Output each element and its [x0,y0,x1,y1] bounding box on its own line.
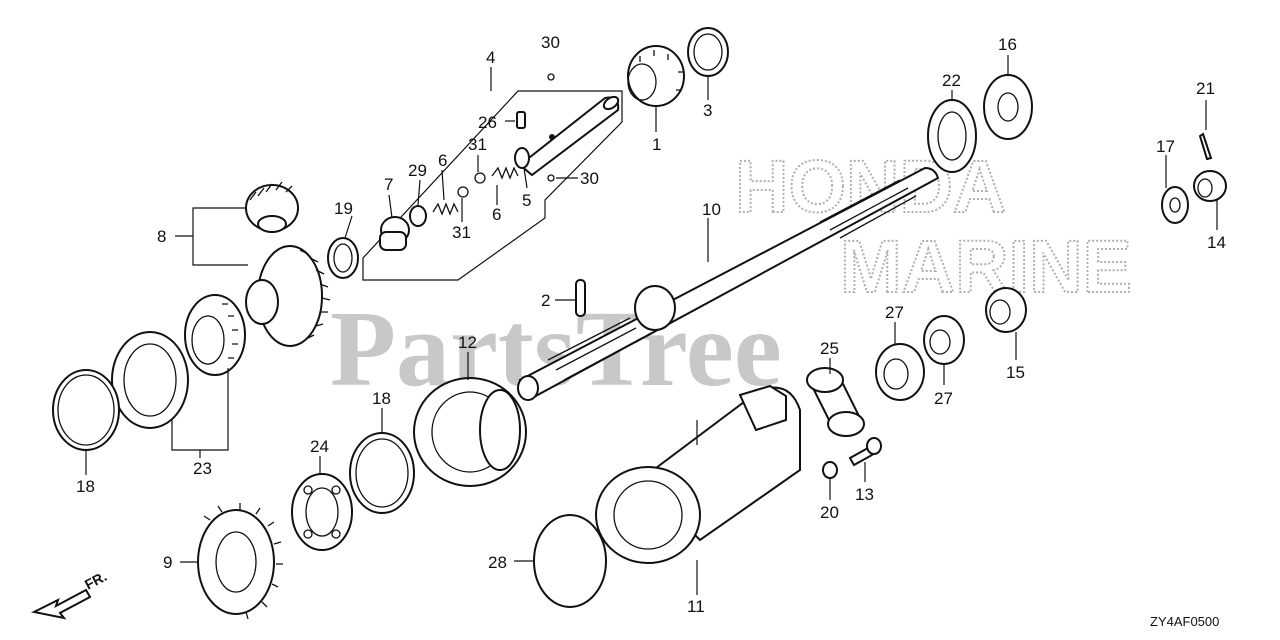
bracket-23 [171,368,229,458]
plunger-7 [379,216,410,251]
bolt-13 [848,437,882,467]
ring-18-middle-inner [355,438,409,508]
seal-27-right [923,315,965,365]
ring-3-inner [693,33,723,71]
clip-29 [409,205,427,227]
seal-27-left [875,343,925,401]
pin-26 [516,111,526,129]
label-26: 26 [478,113,497,132]
label-17: 17 [1156,137,1175,156]
needle-bearing-25 [806,367,865,437]
ring-19-inner [333,243,353,273]
washer-20 [822,461,838,479]
ring-19 [327,237,359,279]
label-21: 21 [1196,79,1215,98]
ring-18-left-inner [57,374,115,446]
bevel-gear-9 [197,503,283,620]
label-7: 7 [384,175,393,194]
label-27-bottom: 27 [934,389,953,408]
label-3: 3 [703,101,712,120]
front-arrow-icon [30,588,92,620]
marine-watermark: MARINE [840,225,1132,308]
ball-31-bottom [457,186,469,198]
parts-tree-watermark: PartsTree [330,290,782,409]
washer-16-inner [997,92,1019,122]
label-9: 9 [163,553,172,572]
ball-bearing-24 [291,473,353,551]
label-18-middle: 18 [372,389,391,408]
gear-case-11 [595,384,801,564]
label-30-top: 30 [541,33,560,52]
ball-30-top [547,73,555,81]
leader-6a [441,169,445,201]
bearing-race-23 [111,331,189,429]
label-27-top: 27 [885,303,904,322]
shift-rod [518,95,620,177]
leader-19 [344,215,353,239]
label-15: 15 [1006,363,1025,382]
cotter-pin-21 [1198,132,1213,161]
label-1: 1 [652,135,661,154]
label-29: 29 [408,161,427,180]
propeller-shaft-10 [517,166,940,401]
washer-17 [1161,186,1189,224]
label-22: 22 [942,71,961,90]
leader-7 [388,194,393,219]
label-19: 19 [334,199,353,218]
leader-29 [417,179,421,206]
bearing-cone-23 [184,294,246,376]
bevel-gear-8 [245,245,331,347]
ball-31-top [474,172,486,184]
label-11: 11 [687,597,705,616]
bushing-15 [985,287,1027,333]
ring-18-middle [349,432,415,514]
label-6-top: 6 [438,151,447,170]
label-4: 4 [486,48,495,67]
thrust-bearing-22 [927,99,977,173]
spring-6-right [491,166,519,180]
clip-5 [514,147,530,169]
label-2: 2 [541,291,550,310]
bracket-8 [175,207,248,266]
label-12: 12 [458,333,477,352]
ring-18-left [52,369,120,451]
label-25: 25 [820,339,839,358]
label-6-bottom: 6 [492,205,501,224]
pinion-gear-8 [245,181,299,233]
label-20: 20 [820,503,839,522]
washer-16 [983,74,1033,140]
pin-2 [575,279,586,317]
label-16: 16 [998,35,1017,54]
bearing-carrier-12 [413,377,527,487]
label-13: 13 [855,485,874,504]
label-8: 8 [157,227,166,246]
washer-17-inner [1169,197,1181,213]
label-31-top: 31 [468,135,487,154]
diagram-code: ZY4AF0500 [1150,614,1219,629]
label-18-left: 18 [76,477,95,496]
shift-assembly-outline [362,90,623,281]
label-28: 28 [488,553,507,572]
label-5: 5 [522,191,531,210]
o-ring-28 [533,514,607,608]
label-23: 23 [193,459,212,478]
leader-5 [523,167,528,189]
label-24: 24 [310,437,329,456]
label-14: 14 [1207,233,1226,252]
ball-30-bottom [547,174,555,182]
nut-14 [1193,170,1227,202]
spring-6-left [432,202,459,216]
label-10: 10 [702,200,721,219]
label-31-bottom: 31 [452,223,471,242]
label-30-bottom: 30 [580,169,599,188]
clutch-1 [627,45,685,107]
